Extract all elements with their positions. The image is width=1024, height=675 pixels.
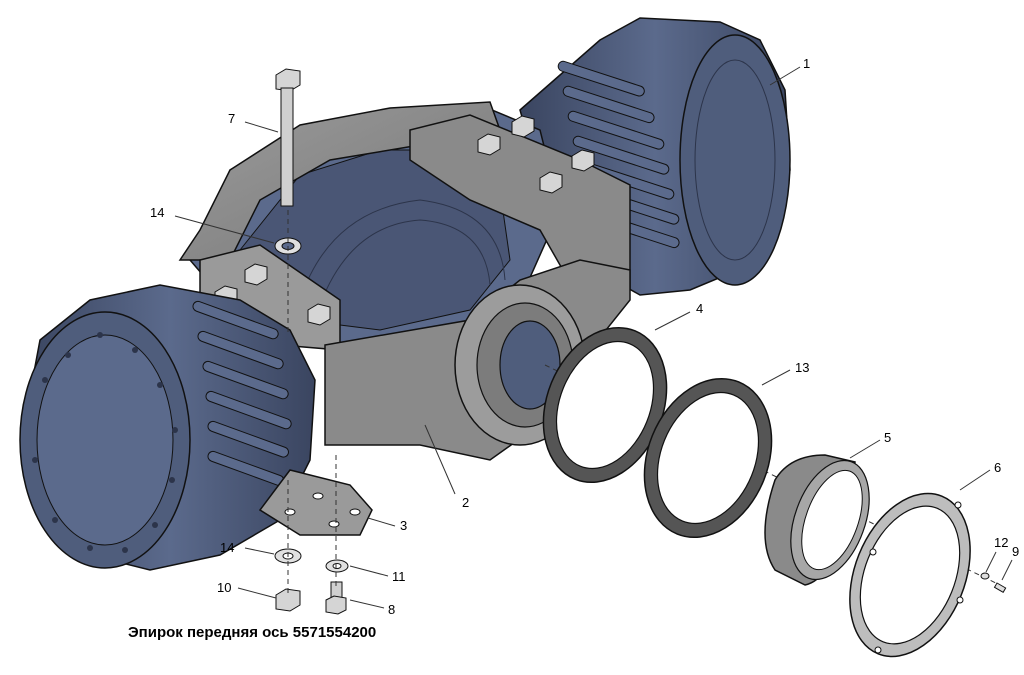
left-hub (19, 284, 316, 571)
short-bolt (325, 581, 347, 615)
washer-12 (980, 572, 990, 580)
seal-ring-13 (643, 377, 773, 539)
seal-ring-4 (542, 326, 668, 484)
callout-8: 8 (388, 602, 395, 617)
callout-14-top: 14 (150, 205, 164, 220)
screw-9 (993, 582, 1007, 594)
cover-plate-6 (849, 492, 971, 658)
callout-14-bottom: 14 (220, 540, 234, 555)
callout-12: 12 (994, 535, 1008, 550)
callout-2: 2 (462, 495, 469, 510)
leader-lines (174, 66, 1013, 609)
callout-6: 6 (994, 460, 1001, 475)
small-washer (325, 559, 349, 573)
callout-7: 7 (228, 111, 235, 126)
diagram-caption: Эпирок передняя ось 5571554200 (128, 624, 377, 641)
callout-5: 5 (884, 430, 891, 445)
callout-labels: 1 2 3 4 5 6 7 8 9 10 11 12 13 14 14 (150, 56, 1019, 617)
callout-13: 13 (795, 360, 809, 375)
callout-1: 1 (803, 56, 810, 71)
callout-3: 3 (400, 518, 407, 533)
callout-9: 9 (1012, 544, 1019, 559)
callout-10: 10 (217, 580, 231, 595)
long-bolt (275, 68, 301, 207)
callout-11: 11 (392, 569, 406, 584)
nut (275, 588, 301, 612)
callout-4: 4 (696, 301, 703, 316)
bushing-5 (764, 454, 870, 586)
